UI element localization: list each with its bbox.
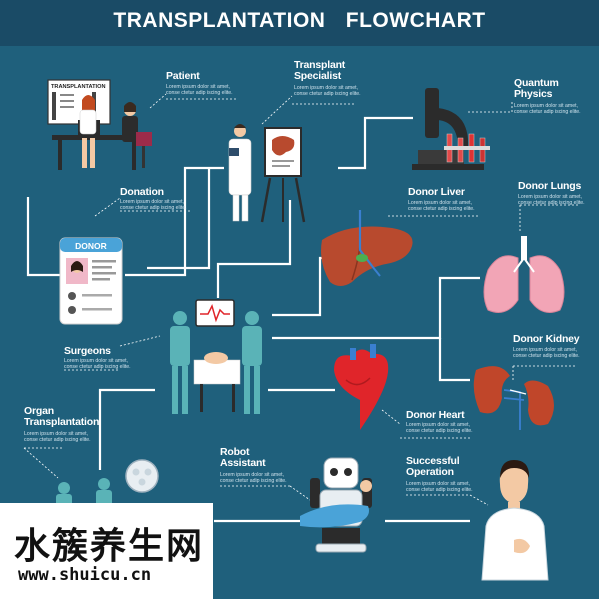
label-donor-lungs: Donor Lungs [518,180,582,192]
info-board [47,79,111,125]
desc-surgeons: Lorem ipsum dolor sit amet,conse ctetur … [64,358,131,371]
leader-lines [23,93,580,506]
desc-robot-assistant: Lorem ipsum dolor sit amet,conse ctetur … [220,472,287,485]
lab-coat [228,138,252,196]
label-robot-assistant-line2: Assistant [220,457,266,469]
page-title: TRANSPLANTATION FLOWCHART [113,9,486,32]
label-surgeons: Surgeons [64,345,111,357]
surgeon-left-head [173,311,187,325]
leader-donation [94,197,121,217]
info-board-title: TRANSPLANTATION [51,84,105,90]
connector-donation-specialist [125,166,224,277]
desc-donor-kidney: Lorem ipsum dolor sit amet,conse ctetur … [513,347,580,360]
desc-quantum-physics: Lorem ipsum dolor sit amet,conse ctetur … [514,103,581,116]
trachea [521,236,527,260]
leader-patient [149,93,167,109]
specialist-illustration [228,124,306,223]
donor-lungs-icon [483,236,565,313]
leader-specialist [261,95,293,125]
chair [136,132,152,146]
leader-robot [289,485,311,501]
connector-surgeons-organ [98,388,155,470]
connector-specialist-lab [338,116,413,170]
surgeon-right-head [245,311,259,325]
desc-transplant-specialist: Lorem ipsum dolor sit amet,conse ctetur … [294,85,361,98]
monitor-icon [195,299,235,327]
watermark-brand: 水簇养生网 [14,526,205,567]
donor-liver-icon [321,210,413,286]
label-robot-assistant-line1: Robot [220,446,250,458]
connector-donation-specialist-2 [147,168,211,270]
label-transplant-specialist-line2: Specialist [294,70,342,82]
connector-specialist-surgeons [216,200,292,298]
desc-donor-lungs: Lorem ipsum dolor sit amet,conse ctetur … [518,194,585,207]
leader-heart [381,409,401,425]
donor-kidney-icon [473,366,554,430]
desc-successful-operation: Lorem ipsum dolor sit amet,conse ctetur … [406,481,473,494]
robot-head [323,457,359,489]
operating-table [193,359,241,385]
connector-patient-donation [26,197,70,277]
microscope-illustration [412,88,490,170]
label-transplant-specialist-line1: Transplant [294,59,346,71]
label-donation: Donation [120,186,164,198]
label-quantum-physics-line2: Physics [514,88,553,100]
label-donor-kidney: Donor Kidney [513,333,580,345]
watermark: 水簇养生网 www.shuicu.cn [0,503,213,599]
microscope-icon [425,88,439,138]
carried-patient [300,504,369,528]
label-organ-transplantation-line1: Organ [24,405,54,417]
desk [52,135,142,140]
watermark-url: www.shuicu.cn [18,565,152,585]
donor-card: DONOR [59,237,123,325]
donor-heart-icon [334,344,389,430]
label-quantum-physics-line1: Quantum [514,77,559,89]
label-successful-operation-line2: Operation [406,466,454,478]
connector-surgeons-lungs [272,276,480,340]
leader-success [469,494,489,506]
label-donor-heart: Donor Heart [406,409,465,421]
desc-donation: Lorem ipsum dolor sit amet,conse ctetur … [120,199,187,212]
desc-donor-heart: Lorem ipsum dolor sit amet,conse ctetur … [406,422,473,435]
connector-surgeons-kidney [438,338,470,382]
surgeons-illustration [170,299,262,414]
title-bar [0,0,599,46]
surgical-lamp-icon [125,459,159,493]
desc-organ-transplantation: Lorem ipsum dolor sit amet,conse ctetur … [24,431,91,444]
desc-patient: Lorem ipsum dolor sit amet,conse ctetur … [166,84,233,97]
label-successful-operation-line1: Successful [406,455,460,467]
patient-illustration: TRANSPLANTATION [47,79,152,170]
easel-liver-icon [272,136,295,156]
recovered-patient-head [499,462,529,504]
label-donor-liver: Donor Liver [408,186,465,198]
recovered-patient-illustration [481,460,549,581]
organ-transplant-illustration [56,459,159,508]
leader-surgeons [119,335,161,347]
robot-assistant-illustration [300,457,372,553]
label-patient: Patient [166,70,200,82]
label-organ-transplantation-line2: Transplantation [24,416,100,428]
desc-donor-liver: Lorem ipsum dolor sit amet,conse ctetur … [408,200,475,213]
donor-card-title: DONOR [75,241,107,251]
leader-organ [23,447,59,479]
